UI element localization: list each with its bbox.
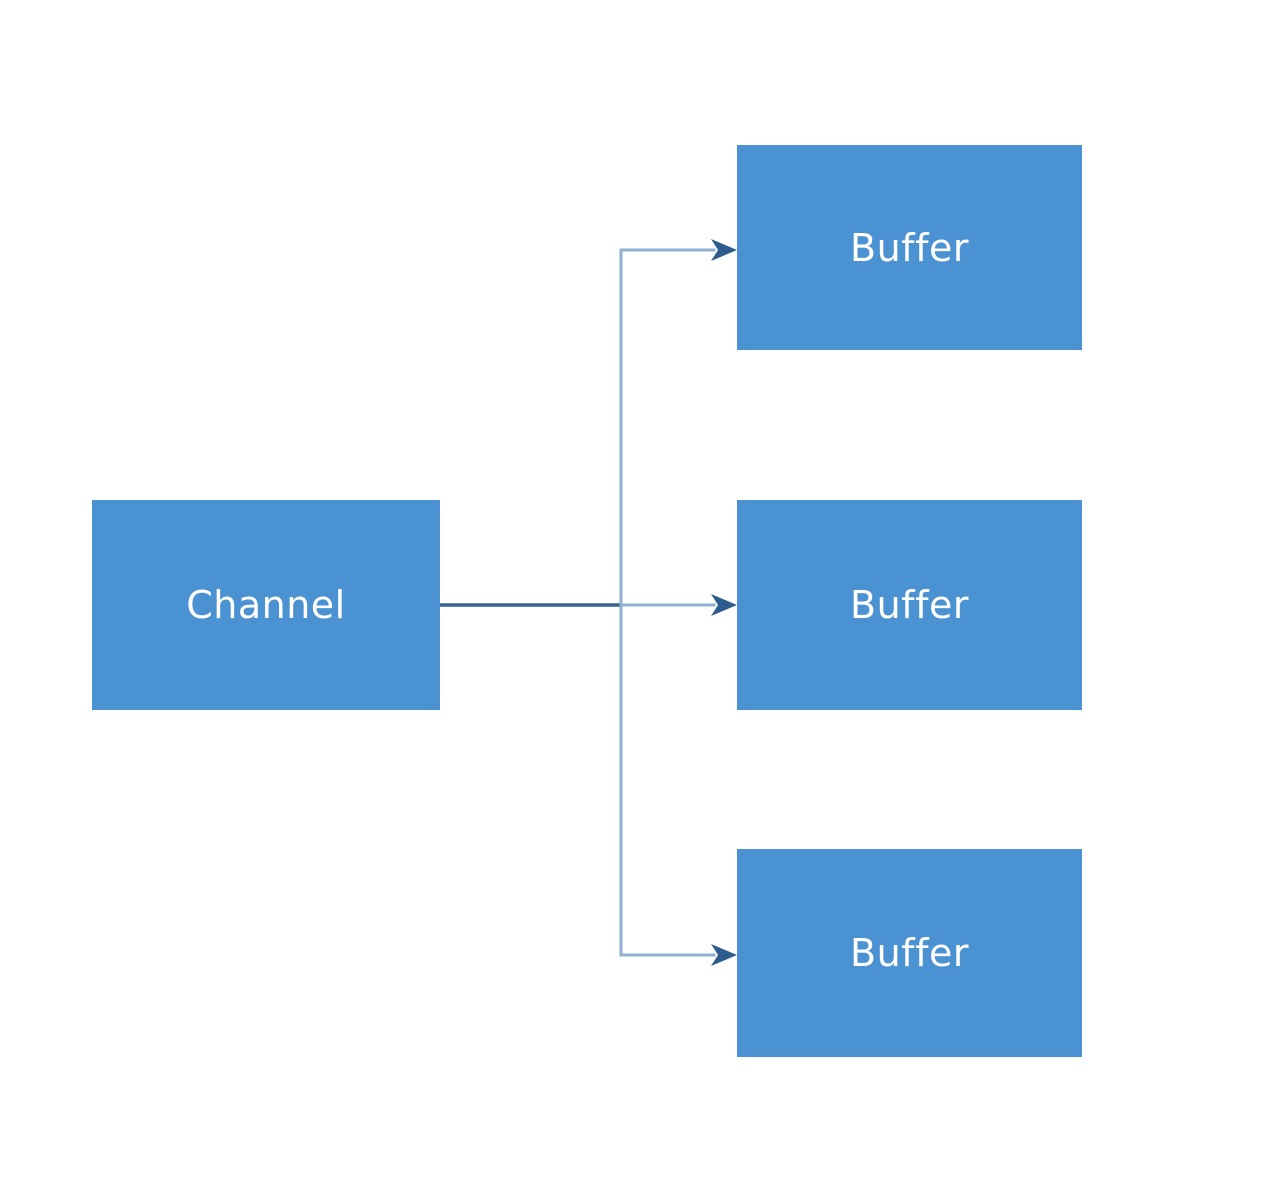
arrowhead-buffer-1 bbox=[711, 239, 737, 261]
node-buffer-1: Buffer bbox=[737, 145, 1082, 350]
node-buffer-2: Buffer bbox=[737, 500, 1082, 710]
arrowhead-buffer-2 bbox=[711, 594, 737, 616]
node-buffer-1-label: Buffer bbox=[850, 225, 969, 270]
node-buffer-2-label: Buffer bbox=[850, 583, 969, 627]
arrowhead-buffer-3 bbox=[711, 944, 737, 966]
node-channel-label: Channel bbox=[186, 583, 346, 627]
node-channel: Channel bbox=[92, 500, 440, 710]
node-buffer-3-label: Buffer bbox=[850, 931, 969, 975]
node-buffer-3: Buffer bbox=[737, 849, 1082, 1057]
